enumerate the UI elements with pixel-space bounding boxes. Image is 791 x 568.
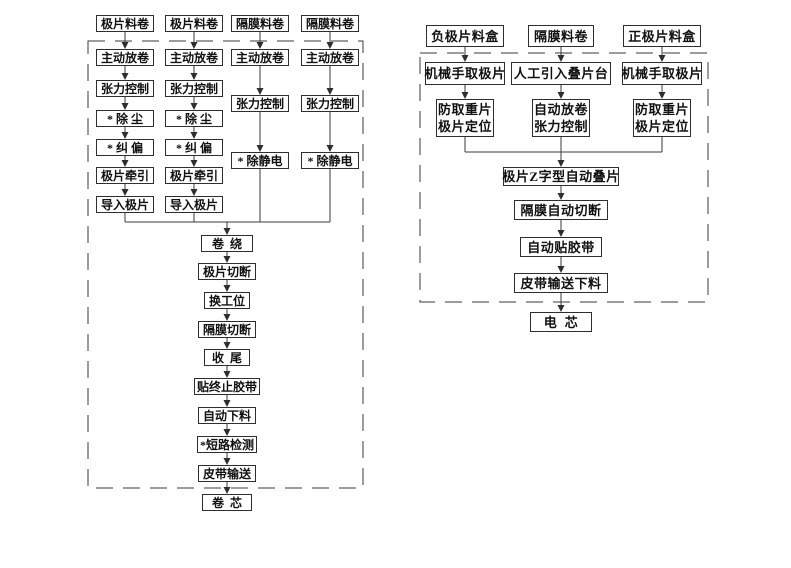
box-anti-double-sheet-positioning-right: 防取重片 极片定位 xyxy=(633,99,691,137)
box-separator-auto-cut: 隔膜自动切断 xyxy=(514,200,608,220)
box-anti-double-sheet-positioning-left: 防取重片 极片定位 xyxy=(436,99,494,137)
box-jelly-roll-output: 卷 芯 xyxy=(202,494,252,511)
box-col2-tension-control: 张力控制 xyxy=(165,80,223,97)
box-col1-electrode-traction: 极片牵引 xyxy=(96,167,154,184)
prep-line: 极片定位 xyxy=(634,119,689,134)
box-cell-output: 电 芯 xyxy=(530,312,592,332)
box-auto-unload: 自动下料 xyxy=(198,407,256,424)
box-col4-static-removal: * 除静电 xyxy=(301,152,359,169)
box-electrode-roll-2: 极片料卷 xyxy=(165,15,223,32)
box-separator-roll: 隔膜料卷 xyxy=(528,25,594,47)
box-col1-active-unwind: 主动放卷 xyxy=(96,49,154,66)
box-station-change: 换工位 xyxy=(204,292,250,309)
box-col1-electrode-feed-in: 导入极片 xyxy=(96,196,154,213)
box-electrode-cut: 极片切断 xyxy=(198,263,256,280)
box-tail-finish: 收 尾 xyxy=(204,349,250,366)
box-electrode-roll-1: 极片料卷 xyxy=(96,15,154,32)
box-col3-active-unwind: 主动放卷 xyxy=(231,49,289,66)
box-robot-pick-negative: 机械手取极片 xyxy=(425,62,505,85)
box-col2-electrode-traction: 极片牵引 xyxy=(165,167,223,184)
box-z-fold-stacking: 极片Z字型自动叠片 xyxy=(502,167,620,186)
box-auto-taping: 自动贴胶带 xyxy=(520,237,602,257)
box-separator-cut: 隔膜切断 xyxy=(198,321,256,338)
box-robot-pick-positive: 机械手取极片 xyxy=(622,62,702,85)
box-separator-roll-1: 隔膜料卷 xyxy=(231,15,289,32)
box-col2-deviation-correct: * 纠 偏 xyxy=(165,139,223,156)
prep-line: 张力控制 xyxy=(533,119,588,134)
prep-line: 极片定位 xyxy=(437,119,492,134)
box-belt-convey-unload: 皮带输送下料 xyxy=(514,273,608,293)
box-col2-electrode-feed-in: 导入极片 xyxy=(165,196,223,213)
box-negative-electrode-magazine: 负极片料盒 xyxy=(426,25,504,47)
left-dashed-boundary xyxy=(87,40,364,489)
box-short-circuit-test: *短路检测 xyxy=(197,436,257,453)
right-dashed-boundary xyxy=(419,52,709,303)
prep-line: 自动放卷 xyxy=(533,102,588,117)
box-col1-dust-removal: * 除 尘 xyxy=(96,110,154,127)
box-col3-static-removal: * 除静电 xyxy=(231,152,289,169)
box-belt-convey: 皮带输送 xyxy=(198,465,256,482)
box-auto-unwind-tension-control: 自动放卷 张力控制 xyxy=(532,99,590,137)
box-end-tape: 贴终止胶带 xyxy=(194,378,260,395)
prep-line: 防取重片 xyxy=(634,102,689,117)
box-col2-dust-removal: * 除 尘 xyxy=(165,110,223,127)
box-manual-feed-stacking-table: 人工引入叠片台 xyxy=(511,62,611,85)
box-winding: 卷 绕 xyxy=(201,235,253,252)
box-col1-deviation-correct: * 纠 偏 xyxy=(96,139,154,156)
prep-line: 防取重片 xyxy=(437,102,492,117)
box-col3-tension-control: 张力控制 xyxy=(231,95,289,112)
box-separator-roll-2: 隔膜料卷 xyxy=(301,15,359,32)
box-col4-tension-control: 张力控制 xyxy=(301,95,359,112)
box-col2-active-unwind: 主动放卷 xyxy=(165,49,223,66)
box-col1-tension-control: 张力控制 xyxy=(96,80,154,97)
box-positive-electrode-magazine: 正极片料盒 xyxy=(623,25,701,47)
box-col4-active-unwind: 主动放卷 xyxy=(301,49,359,66)
